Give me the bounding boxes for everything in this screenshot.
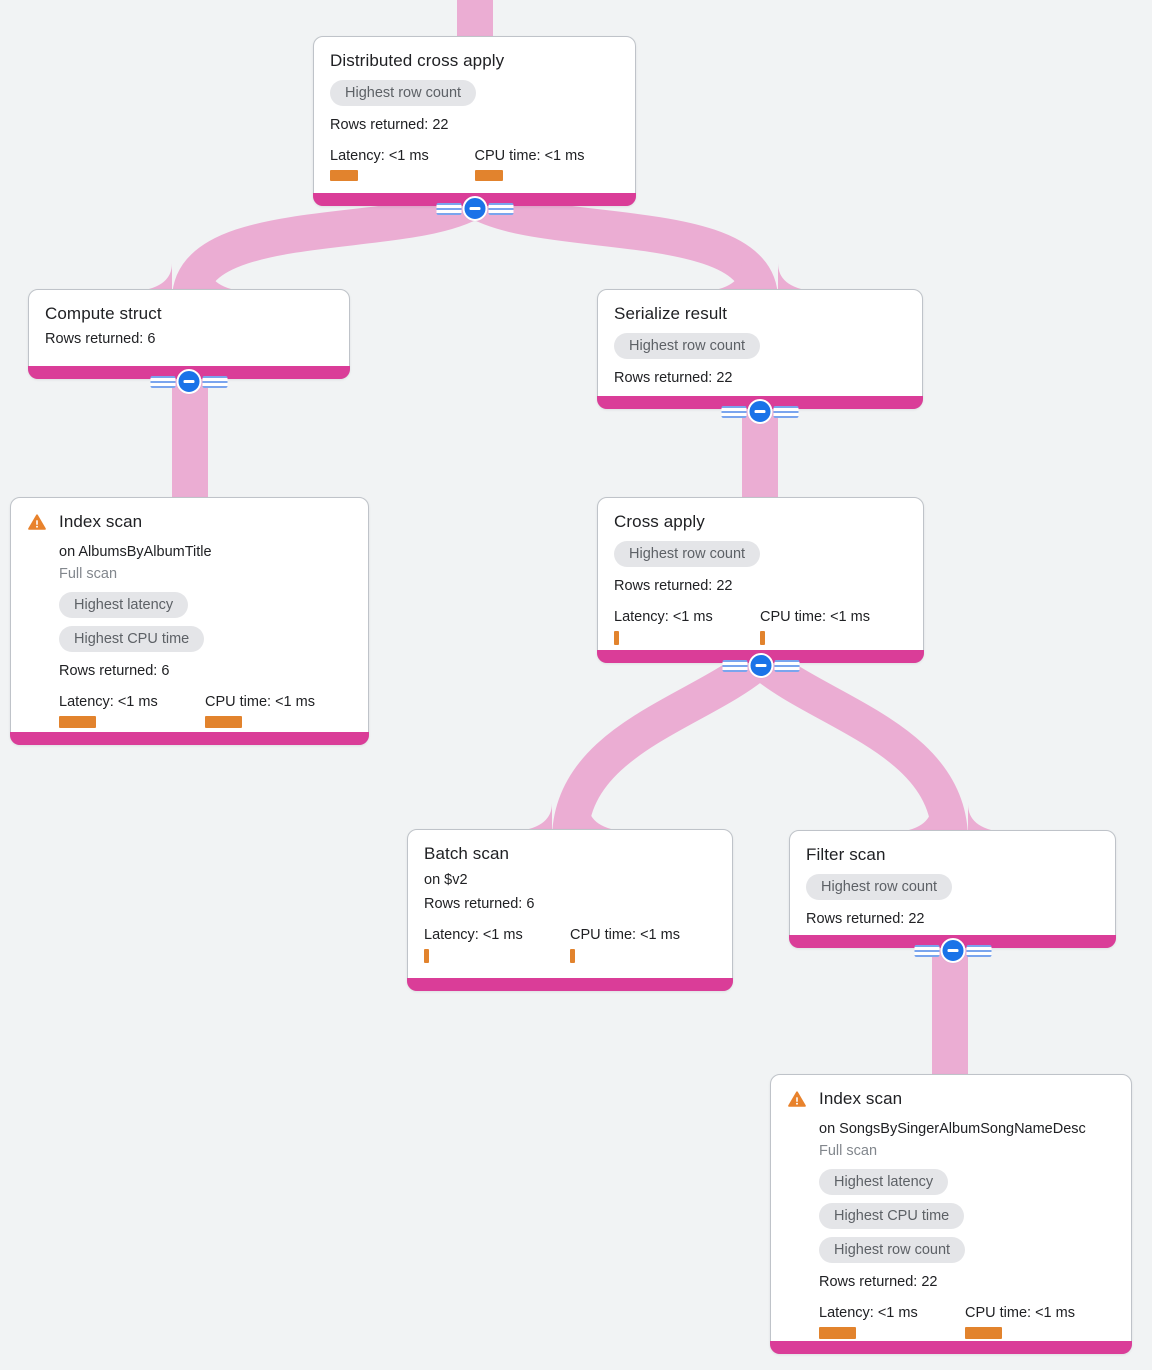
collapse-button[interactable] [150,369,228,394]
edge-landing-flares [138,263,1002,832]
cpu-time-metric: CPU time: <1 ms [965,1303,1111,1339]
latency-metric: Latency: <1 ms [59,692,205,728]
node-subtitle: on $v2 [424,872,468,888]
badge-highest-row-count: Highest row count [806,874,953,900]
badge-highest-row-count: Highest row count [614,333,761,359]
latency-bar [424,949,429,963]
minus-circle-icon [940,938,965,963]
node-accent-bar [10,732,369,745]
cpu-time-metric: CPU time: <1 ms [760,607,906,645]
rows-returned: Rows returned: 22 [614,370,733,386]
cpu-time-metric: CPU time: <1 ms [570,925,716,963]
node-cross-apply[interactable]: Cross apply Highest row count Rows retur… [597,497,924,678]
node-subtitle: on AlbumsByAlbumTitle [59,544,212,560]
warning-icon [788,1091,806,1107]
minus-circle-icon [747,399,773,424]
collapse-stripes-left [721,405,747,418]
rows-returned: Rows returned: 22 [330,117,449,133]
collapse-stripes-right [773,405,799,418]
badge-highest-cpu-time: Highest CPU time [819,1203,965,1229]
cpu-time-bar [205,716,242,728]
badge-highest-row-count: Highest row count [819,1237,966,1263]
collapse-stripes-right [774,659,799,672]
scan-type-note: Full scan [819,1143,878,1159]
rows-returned: Rows returned: 6 [424,896,535,912]
collapse-stripes-right [966,944,991,957]
collapse-stripes-left [722,659,747,672]
latency-bar [59,716,96,728]
cpu-time-metric: CPU time: <1 ms [205,692,351,728]
collapse-stripes-right [488,202,513,215]
minus-circle-icon [462,196,487,221]
scan-type-note: Full scan [59,566,118,582]
edge-distributed-to-compute-struct [172,184,485,303]
collapse-button[interactable] [436,196,513,221]
collapse-stripes-left [914,944,939,957]
latency-metric: Latency: <1 ms [819,1303,965,1339]
node-accent-bar [770,1341,1132,1354]
node-accent-bar [407,978,733,991]
cpu-time-metric: CPU time: <1 ms [474,146,620,181]
node-index-scan-songs[interactable]: Index scan on SongsBySingerAlbumSongName… [770,1074,1132,1354]
collapse-button[interactable] [721,399,799,424]
latency-metric: Latency: <1 ms [424,925,570,963]
node-compute-struct[interactable]: Compute struct Rows returned: 6 [28,289,350,394]
rows-returned: Rows returned: 6 [59,663,170,679]
badge-highest-latency: Highest latency [59,592,189,618]
node-title: Filter scan [806,845,886,864]
node-title: Compute struct [45,304,162,323]
collapse-stripes-left [436,202,461,215]
cpu-time-bar [474,170,503,181]
node-distributed-cross-apply[interactable]: Distributed cross apply Highest row coun… [313,36,636,221]
node-serialize-result[interactable]: Serialize result Highest row count Rows … [597,289,923,424]
latency-bar [819,1327,856,1339]
cpu-time-bar [965,1327,1002,1339]
edge-cross-apply-to-batch-scan [552,646,773,842]
collapse-button[interactable] [914,938,991,963]
node-filter-scan[interactable]: Filter scan Highest row count Rows retur… [789,830,1116,963]
cpu-time-bar [760,631,765,645]
latency-metric: Latency: <1 ms [614,607,760,645]
node-title: Distributed cross apply [330,51,505,70]
collapse-stripes-right [202,375,228,388]
node-subtitle: on SongsBySingerAlbumSongNameDesc [819,1121,1086,1137]
rows-returned: Rows returned: 22 [614,578,733,594]
node-batch-scan[interactable]: Batch scan on $v2 Rows returned: 6 Laten… [407,829,733,991]
node-title: Index scan [819,1089,903,1108]
badge-highest-row-count: Highest row count [614,541,761,567]
cpu-time-bar [570,949,575,963]
node-title: Serialize result [614,304,728,323]
minus-circle-icon [748,653,773,678]
latency-metric: Latency: <1 ms [330,146,475,181]
edge-distributed-to-serialize-result [465,184,778,303]
minus-circle-icon [176,369,202,394]
node-title: Cross apply [614,512,705,531]
rows-returned: Rows returned: 22 [819,1274,938,1290]
latency-bar [614,631,619,645]
collapse-button[interactable] [722,653,799,678]
latency-bar [330,170,358,181]
edge-cross-apply-to-filter-scan [747,646,968,842]
collapse-stripes-left [150,375,176,388]
badge-highest-latency: Highest latency [819,1169,949,1195]
badge-highest-row-count: Highest row count [330,80,477,106]
node-title: Index scan [59,512,143,531]
rows-returned: Rows returned: 6 [45,331,156,347]
warning-icon [28,514,46,530]
node-title: Batch scan [424,844,510,863]
rows-returned: Rows returned: 22 [806,911,925,927]
badge-highest-cpu-time: Highest CPU time [59,626,205,652]
node-index-scan-albums[interactable]: Index scan on AlbumsByAlbumTitle Full sc… [10,497,369,745]
